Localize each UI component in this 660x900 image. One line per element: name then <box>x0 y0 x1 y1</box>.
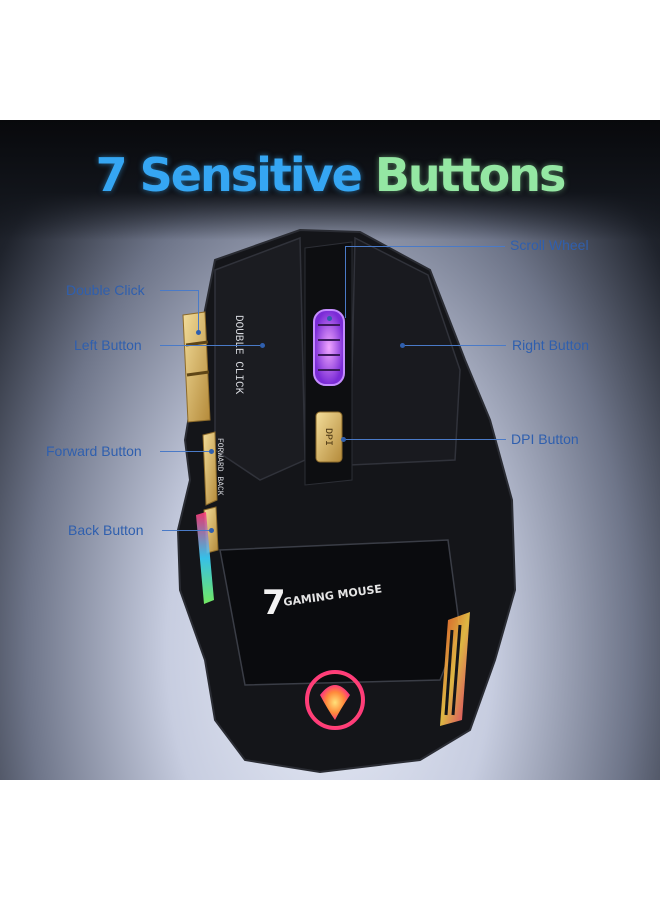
callout-dpi-button: DPI Button <box>511 431 579 447</box>
callout-left-button: Left Button <box>74 337 142 353</box>
forward-back-print: FORWARD BACK <box>215 438 224 496</box>
double-click-button <box>182 311 211 423</box>
callout-right-button: Right Button <box>512 337 590 353</box>
forward-button <box>202 431 218 506</box>
right-button <box>349 236 461 466</box>
callout-back-button: Back Button <box>68 522 144 538</box>
side-rgb-strip <box>196 512 214 604</box>
headline: 7 Sensitive Buttons <box>0 148 660 202</box>
dpi-print: DPI <box>322 428 333 446</box>
callout-forward-button: Forward Button <box>46 443 142 459</box>
headline-part-2: Buttons <box>374 148 567 202</box>
double-click-print: DOUBLE CLICK <box>232 315 244 395</box>
logo-digit: 7 <box>262 583 286 623</box>
left-button <box>214 236 306 481</box>
product-image: 7 Sensitive Buttons <box>0 120 660 780</box>
callout-scroll-wheel: Scroll Wheel <box>510 237 589 253</box>
scroll-wheel <box>313 309 345 386</box>
headline-part-1: 7 Sensitive <box>95 148 363 202</box>
palm-plate <box>219 539 461 686</box>
mouse-illustration: DPI DOUBLE CLICK FORWARD BACK 7 GAMING M… <box>176 228 517 774</box>
callout-double-click: Double Click <box>66 282 145 298</box>
dragon-logo <box>305 670 365 730</box>
